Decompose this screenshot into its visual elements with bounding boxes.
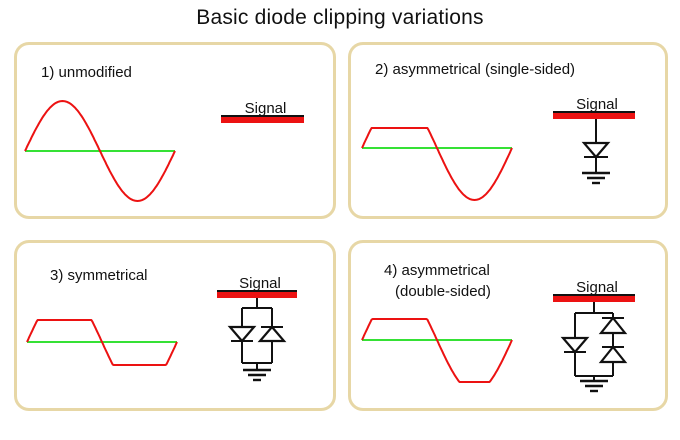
clipped-waveform bbox=[26, 319, 178, 366]
panel-label-line1: 4) asymmetrical bbox=[384, 262, 490, 279]
sine-waveform bbox=[24, 100, 176, 202]
ground-icon bbox=[243, 368, 271, 382]
clipped-waveform bbox=[361, 127, 513, 201]
signal-label: Signal bbox=[244, 100, 287, 117]
signal-bar bbox=[553, 113, 635, 119]
panel-symmetrical: 3) symmetrical bbox=[14, 240, 336, 411]
panel-asymmetrical-single-sided: 2) asymmetrical (single-sided) Signal bbox=[348, 42, 668, 219]
panel-unmodified: 1) unmodified Signal bbox=[14, 42, 336, 219]
diode-down-icon bbox=[560, 336, 590, 354]
signal-bar bbox=[217, 292, 297, 298]
clipper-circuit bbox=[217, 290, 297, 382]
clipped-waveform bbox=[361, 318, 513, 383]
diode-down-icon bbox=[227, 325, 257, 343]
panel-graphics bbox=[26, 290, 297, 382]
panel-asymmetrical-double-sided: 4) asymmetrical (double-sided) bbox=[348, 240, 668, 411]
panel-label: 1) unmodified bbox=[41, 64, 132, 81]
panel-graphics bbox=[24, 100, 304, 202]
panel-graphics bbox=[361, 111, 635, 201]
diode-up-icon bbox=[598, 316, 628, 335]
panel-label: 3) symmetrical bbox=[50, 267, 148, 284]
diagram-title: Basic diode clipping variations bbox=[196, 6, 484, 29]
clipper-circuit bbox=[553, 111, 635, 185]
signal-label: Signal bbox=[239, 275, 281, 292]
clipper-circuit bbox=[553, 294, 635, 393]
ground-icon bbox=[582, 171, 610, 185]
signal-label: Signal bbox=[576, 279, 618, 296]
ground-icon bbox=[580, 379, 608, 393]
panel-graphics bbox=[361, 294, 635, 393]
diode-up-icon bbox=[598, 345, 628, 364]
panel-label: 4) asymmetrical (double-sided) bbox=[384, 260, 491, 302]
signal-label: Signal bbox=[576, 96, 618, 113]
panel-label: 2) asymmetrical (single-sided) bbox=[375, 61, 576, 78]
diode-down-icon bbox=[581, 141, 611, 159]
signal-bar bbox=[553, 296, 635, 302]
diode-up-icon bbox=[257, 325, 287, 343]
signal-node bbox=[221, 115, 304, 123]
signal-bar bbox=[221, 117, 304, 123]
panel-label-line2: (double-sided) bbox=[395, 283, 491, 300]
